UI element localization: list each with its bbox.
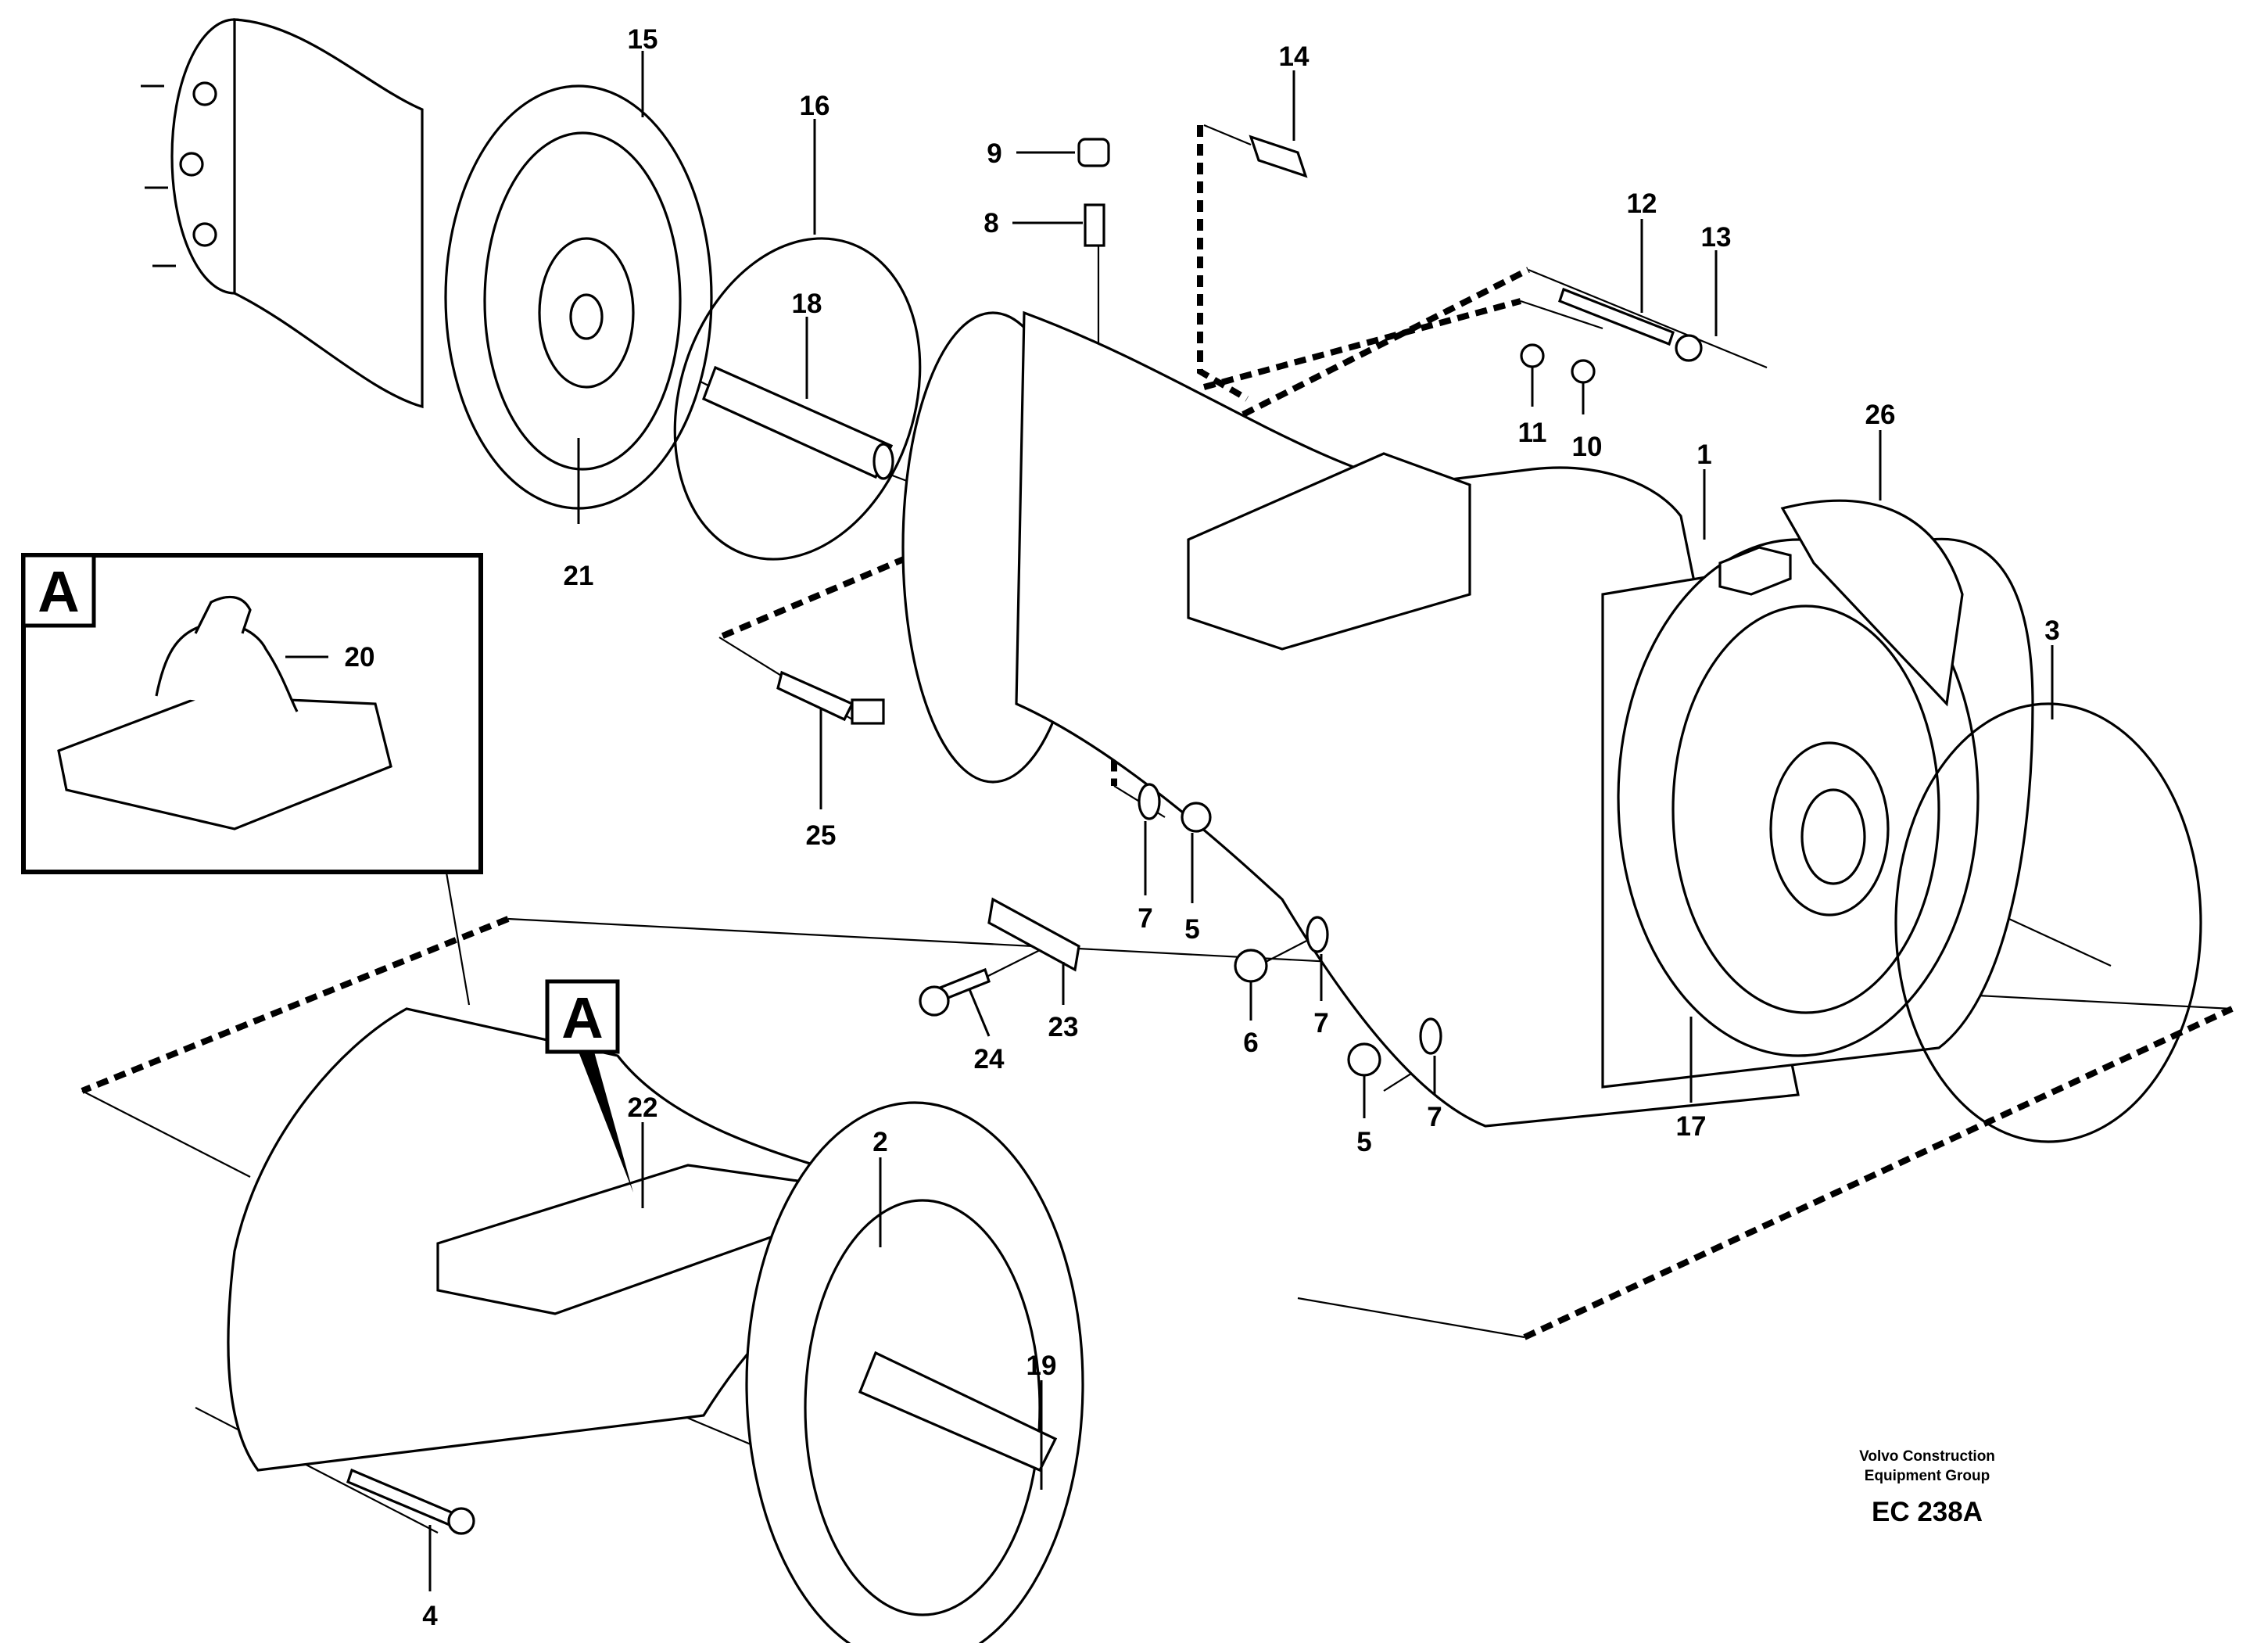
- nut-13: [1675, 334, 1703, 362]
- callout-20: 20: [345, 642, 375, 673]
- grease-cap-9: [1077, 138, 1110, 167]
- callout-9: 9: [987, 138, 1001, 169]
- grease-nipple-8: [1084, 203, 1105, 247]
- callout-18: 18: [792, 289, 822, 319]
- washer-11: [1520, 343, 1545, 368]
- seal-7c: [1419, 1017, 1442, 1055]
- callout-1: 1: [1697, 439, 1711, 470]
- gasket-ring-3: [1894, 702, 2202, 1143]
- plug-5a: [1181, 802, 1212, 833]
- callout-8: 8: [984, 208, 998, 239]
- callout-2: 2: [872, 1127, 887, 1157]
- callout-16: 16: [800, 91, 830, 121]
- pointer-detail-letter: A: [561, 985, 603, 1050]
- callout-11: 11: [1518, 418, 1547, 448]
- footer-publisher-line-1: Volvo Construction: [1859, 1448, 1995, 1465]
- wheel-hub-assembly: [141, 18, 713, 510]
- publisher-footer: Volvo Construction Equipment Group EC 23…: [1859, 1448, 1995, 1527]
- callout-14: 14: [1279, 41, 1310, 72]
- seal-7b: [1306, 916, 1329, 953]
- callout-24: 24: [974, 1044, 1005, 1074]
- callout-4: 4: [422, 1601, 438, 1631]
- callout-7: 7: [1138, 903, 1152, 934]
- sensor-25: [776, 670, 885, 725]
- stud-12: [1558, 287, 1675, 346]
- axle-housing-1: [901, 310, 2034, 1128]
- plug-6: [1234, 949, 1268, 983]
- callout-6: 6: [1243, 1028, 1258, 1058]
- callout-labels: 15 16 14 9 8 18 12 13 11 10 1 26 21 20 3…: [345, 24, 2060, 1631]
- callout-leaders: [285, 51, 2054, 1591]
- seal-7a: [1138, 783, 1161, 820]
- callout-21: 21: [564, 561, 594, 591]
- callout-3: 3: [2044, 615, 2059, 646]
- detail-a-pointer: [545, 979, 633, 1193]
- callout-23: 23: [1048, 1012, 1079, 1042]
- callout-12: 12: [1627, 188, 1657, 219]
- screw-24: [919, 967, 991, 1017]
- inset-detail-a-box: [21, 553, 483, 874]
- o-ring-16: [673, 237, 922, 561]
- plate-23: [987, 897, 1080, 972]
- callout-19: 19: [1027, 1351, 1057, 1381]
- inset-detail-letter: A: [38, 559, 79, 624]
- callout-5: 5: [1184, 914, 1199, 945]
- plug-5b: [1347, 1042, 1381, 1077]
- callout-15: 15: [628, 24, 658, 55]
- screw-10: [1571, 359, 1596, 384]
- axle-housing-2: [227, 1007, 1084, 1643]
- callout-25: 25: [806, 820, 837, 851]
- callout-13: 13: [1701, 222, 1732, 253]
- callout-5: 5: [1356, 1127, 1371, 1157]
- footer-publisher-line-2: Equipment Group: [1865, 1468, 1990, 1484]
- callout-7: 7: [1427, 1102, 1442, 1132]
- callout-22: 22: [628, 1092, 658, 1123]
- callout-10: 10: [1572, 432, 1603, 462]
- callout-7: 7: [1313, 1008, 1328, 1039]
- drive-shaft-18: [701, 365, 894, 480]
- bolt-14: [1249, 135, 1308, 178]
- bolt-4: [346, 1468, 475, 1535]
- callout-17: 17: [1676, 1111, 1707, 1142]
- footer-figure-code: EC 238A: [1872, 1497, 1983, 1527]
- callout-26: 26: [1865, 400, 1896, 430]
